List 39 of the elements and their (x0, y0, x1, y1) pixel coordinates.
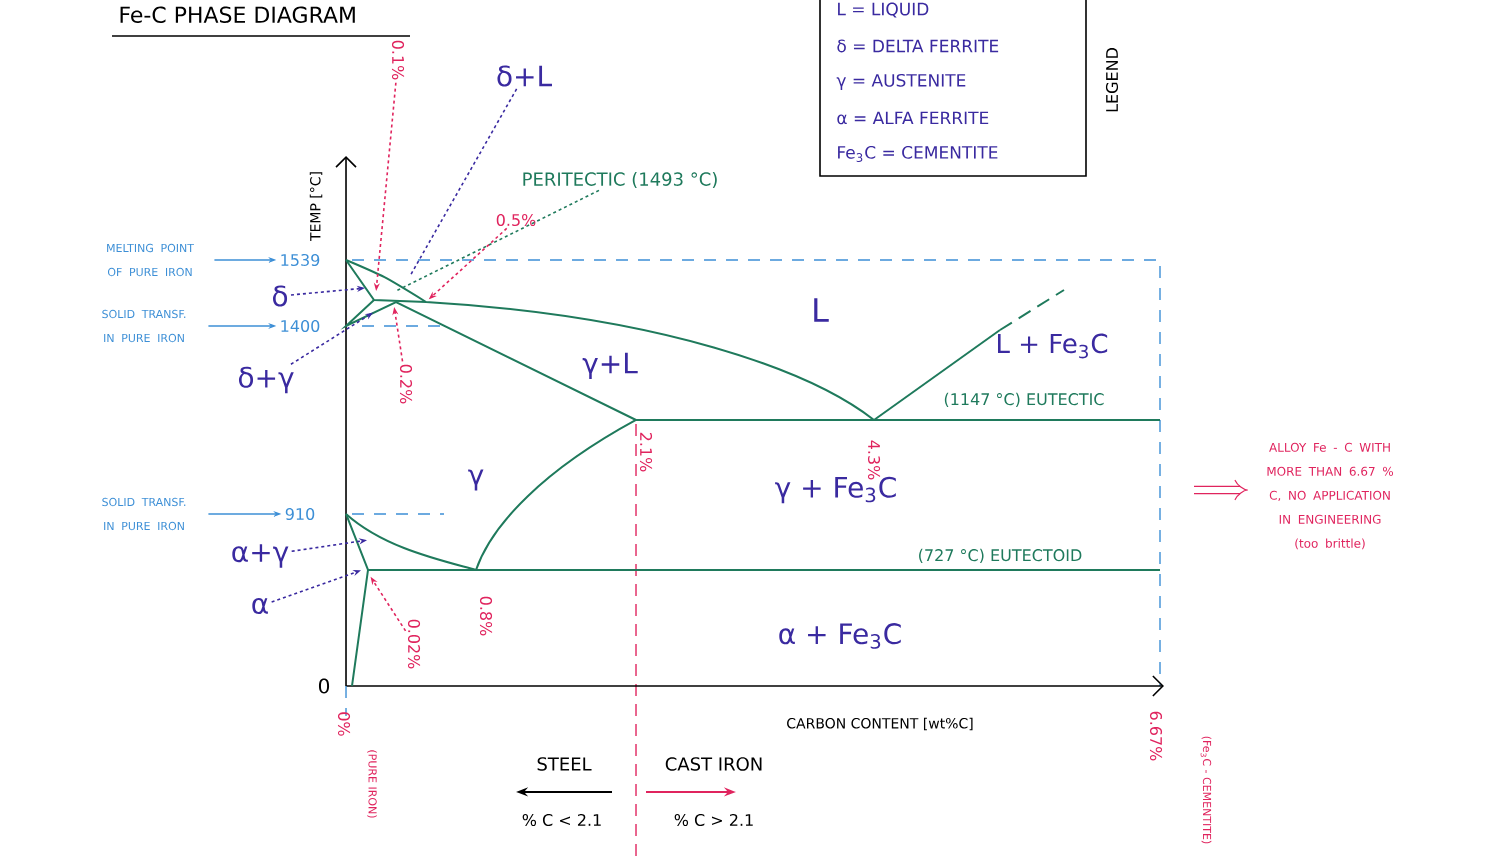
eutectoid-label: (727 °C) EUTECTOID (919, 548, 1082, 564)
legend-entry: γ = AUSTENITE (836, 73, 966, 91)
legend-entry: α = ALFA FERRITE (837, 111, 989, 125)
phase-label: δ+L (497, 65, 552, 87)
legend-entry: δ = DELTA FERRITE (837, 39, 999, 53)
eutectic-label: (1147 °C) EUTECTIC (944, 392, 1104, 408)
phase-label: α+γ (232, 544, 289, 568)
legend-entry: L = LIQUID (838, 2, 929, 18)
composition-label: 0.2% (399, 364, 413, 404)
composition-label: 0.5% (496, 213, 536, 227)
composition-label: 0.8% (479, 596, 493, 636)
phase-label: γ (468, 469, 484, 491)
composition-label: 2.1% (639, 432, 653, 472)
peritectic-label: PERITECTIC (1493 °C) (523, 171, 717, 188)
composition-label: 0.1% (391, 40, 405, 80)
phase-label: δ+γ (238, 366, 294, 394)
tick-label: 910 (285, 507, 315, 521)
title: Fe-C PHASE DIAGRAM (111, 6, 411, 37)
tick-label: 1400 (281, 319, 320, 333)
region-label: CAST IRON (665, 757, 762, 771)
composition-label: 0.02% (407, 619, 421, 669)
region-label: STEEL (537, 757, 592, 771)
phase-label: α + Fe$_{3}$C (779, 623, 901, 649)
phase-label: L (814, 298, 829, 322)
condition-label: % C > 2.1 (674, 813, 753, 826)
composition-label: 4.3% (867, 440, 881, 480)
legend-entry: Fe$_{3}$C = CEMENTITE (838, 145, 998, 163)
phase-label: α (252, 598, 268, 614)
phase-label: γ+L (582, 352, 638, 380)
phase-label: L + Fe$_{3}$C (998, 333, 1108, 359)
condition-label: % C < 2.1 (522, 813, 601, 826)
leader-line (394, 189, 600, 293)
legend-heading: LEGEND (1105, 48, 1119, 112)
composition-label: 0% (337, 712, 351, 736)
tick-label: 1539 (281, 253, 320, 267)
phase-label: δ (273, 285, 288, 307)
tick-label: 0 (318, 678, 330, 694)
leader-line (409, 88, 518, 276)
composition-label: 6.67% (1149, 711, 1163, 761)
